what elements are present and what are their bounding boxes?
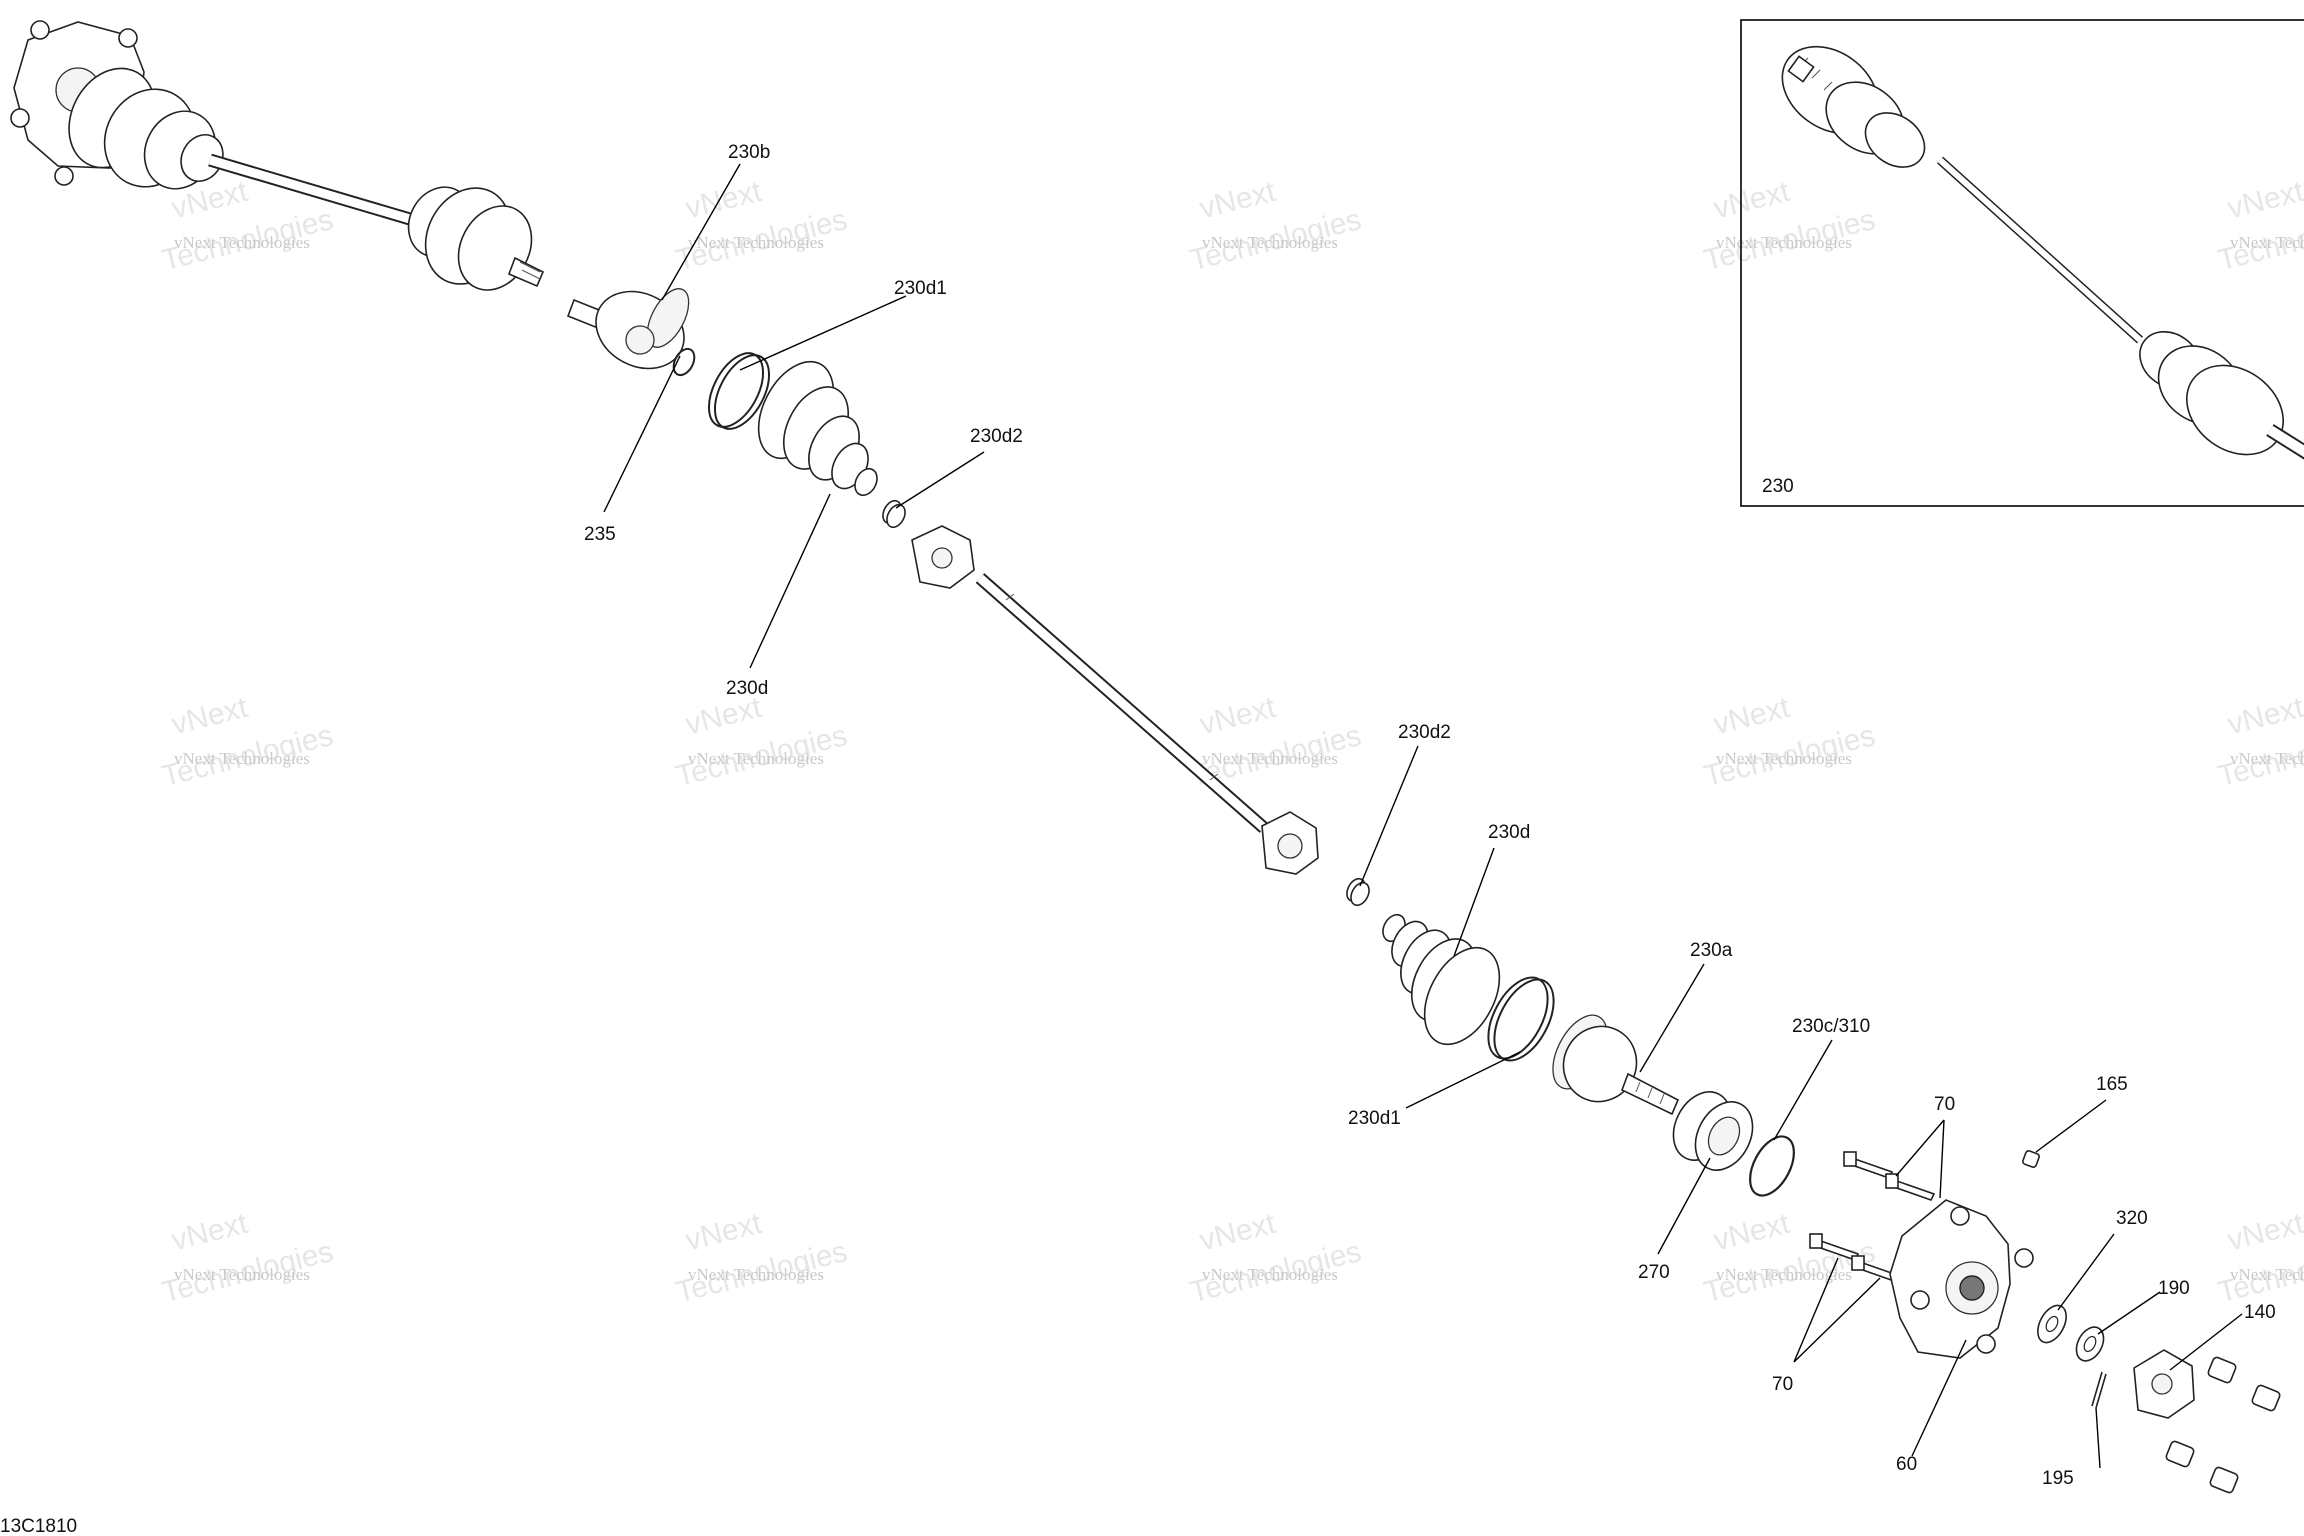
cv-boot bbox=[757, 360, 878, 497]
svg-text:vNext: vNext bbox=[1196, 1207, 1279, 1258]
inset-panel: 230 bbox=[1740, 19, 2304, 507]
svg-text:vNext: vNext bbox=[168, 691, 251, 742]
svg-text:vNext: vNext bbox=[1710, 175, 1793, 226]
callout-60: 60 bbox=[1896, 1454, 1917, 1475]
boot-clamp-large bbox=[707, 352, 771, 430]
svg-text:vNext Technologies: vNext Technologies bbox=[688, 233, 824, 252]
svg-text:vNext: vNext bbox=[1710, 1207, 1793, 1258]
callout-230b: 230b bbox=[728, 142, 770, 163]
callout-230d-mid: 230d bbox=[1488, 822, 1530, 843]
boot-clamp-small bbox=[882, 499, 906, 529]
wheel-nuts bbox=[2165, 1356, 2281, 1494]
callout-230a: 230a bbox=[1690, 940, 1733, 961]
callout-230d1-top: 230d1 bbox=[894, 278, 947, 299]
callout-230c-310: 230c/310 bbox=[1792, 1016, 1870, 1037]
svg-text:vNext Technologies: vNext Technologies bbox=[688, 749, 824, 768]
svg-text:vNext Technologies: vNext Technologies bbox=[1716, 749, 1852, 768]
callout-140: 140 bbox=[2244, 1302, 2276, 1323]
retaining-ring bbox=[1749, 1135, 1795, 1197]
outer-cv-joint bbox=[1552, 1014, 1680, 1116]
callout-190: 190 bbox=[2158, 1278, 2190, 1299]
svg-text:vNext: vNext bbox=[682, 175, 765, 226]
callout-230d1-bottom: 230d1 bbox=[1348, 1108, 1401, 1129]
upper-shaft-assembly bbox=[10, 20, 545, 291]
cv-boot bbox=[1382, 913, 1501, 1046]
washer bbox=[2037, 1304, 2067, 1344]
svg-text:vNext Technologies: vNext Technologies bbox=[1716, 233, 1852, 252]
svg-text:vNext Technologies: vNext Technologies bbox=[174, 749, 310, 768]
callout-270: 270 bbox=[1638, 1262, 1670, 1283]
callout-165: 165 bbox=[2096, 1074, 2128, 1095]
inset-drive-shaft bbox=[1781, 45, 2304, 460]
callout-70-bottom: 70 bbox=[1772, 1374, 1793, 1395]
cotter-pin bbox=[2091, 1371, 2107, 1409]
svg-text:vNext Technologies: vNext Technologies bbox=[2230, 233, 2304, 252]
svg-text:vNext Technologies: vNext Technologies bbox=[688, 1265, 824, 1284]
svg-text:vNext Technologies: vNext Technologies bbox=[174, 233, 310, 252]
svg-text:vNext: vNext bbox=[1710, 691, 1793, 742]
plug bbox=[2022, 1150, 2040, 1168]
wheel-bearing bbox=[1672, 1091, 1754, 1171]
inset-label: 230 bbox=[1762, 476, 1794, 497]
boot-clamp-small bbox=[1346, 877, 1370, 907]
svg-text:vNext Technologies: vNext Technologies bbox=[1202, 1265, 1338, 1284]
svg-text:vNext: vNext bbox=[682, 1207, 765, 1258]
callout-320: 320 bbox=[2116, 1208, 2148, 1229]
intermediate-shaft bbox=[911, 525, 1319, 875]
callout-70-top: 70 bbox=[1934, 1094, 1955, 1115]
boot-clamp-large bbox=[1487, 976, 1555, 1062]
wheel-hub-knuckle bbox=[1889, 1199, 2034, 1359]
hub-cap bbox=[2133, 1349, 2195, 1419]
callout-230d-top: 230d bbox=[726, 678, 768, 699]
callout-195: 195 bbox=[2042, 1468, 2074, 1489]
svg-text:vNext Technologies: vNext Technologies bbox=[1202, 749, 1338, 768]
svg-text:vNext: vNext bbox=[2224, 175, 2304, 226]
hub-bolts bbox=[1809, 1151, 1936, 1283]
callout-labels: 230b 230d1 235 230d2 230d 230d2 230d 230… bbox=[584, 142, 2276, 1489]
inner-cv-housing bbox=[566, 288, 690, 370]
svg-text:vNext Technologies: vNext Technologies bbox=[1716, 1265, 1852, 1284]
leader-lines bbox=[603, 163, 2243, 1469]
svg-text:vNext Technologies: vNext Technologies bbox=[2230, 1265, 2304, 1284]
svg-text:vNext: vNext bbox=[2224, 1207, 2304, 1258]
callout-235: 235 bbox=[584, 524, 616, 545]
svg-text:vNext: vNext bbox=[1196, 691, 1279, 742]
svg-text:vNext Technologies: vNext Technologies bbox=[1202, 233, 1338, 252]
svg-text:vNext: vNext bbox=[2224, 691, 2304, 742]
callout-230d2-top: 230d2 bbox=[970, 426, 1023, 447]
o-ring bbox=[672, 347, 696, 377]
drawing-number: 13C1810 bbox=[0, 1516, 77, 1536]
castle-nut bbox=[2075, 1326, 2105, 1362]
svg-text:vNext Technologies: vNext Technologies bbox=[174, 1265, 310, 1284]
svg-text:vNext Technologies: vNext Technologies bbox=[2230, 749, 2304, 768]
callout-230d2-mid: 230d2 bbox=[1398, 722, 1451, 743]
svg-text:vNext: vNext bbox=[1196, 175, 1279, 226]
svg-text:vNext: vNext bbox=[168, 1207, 251, 1258]
